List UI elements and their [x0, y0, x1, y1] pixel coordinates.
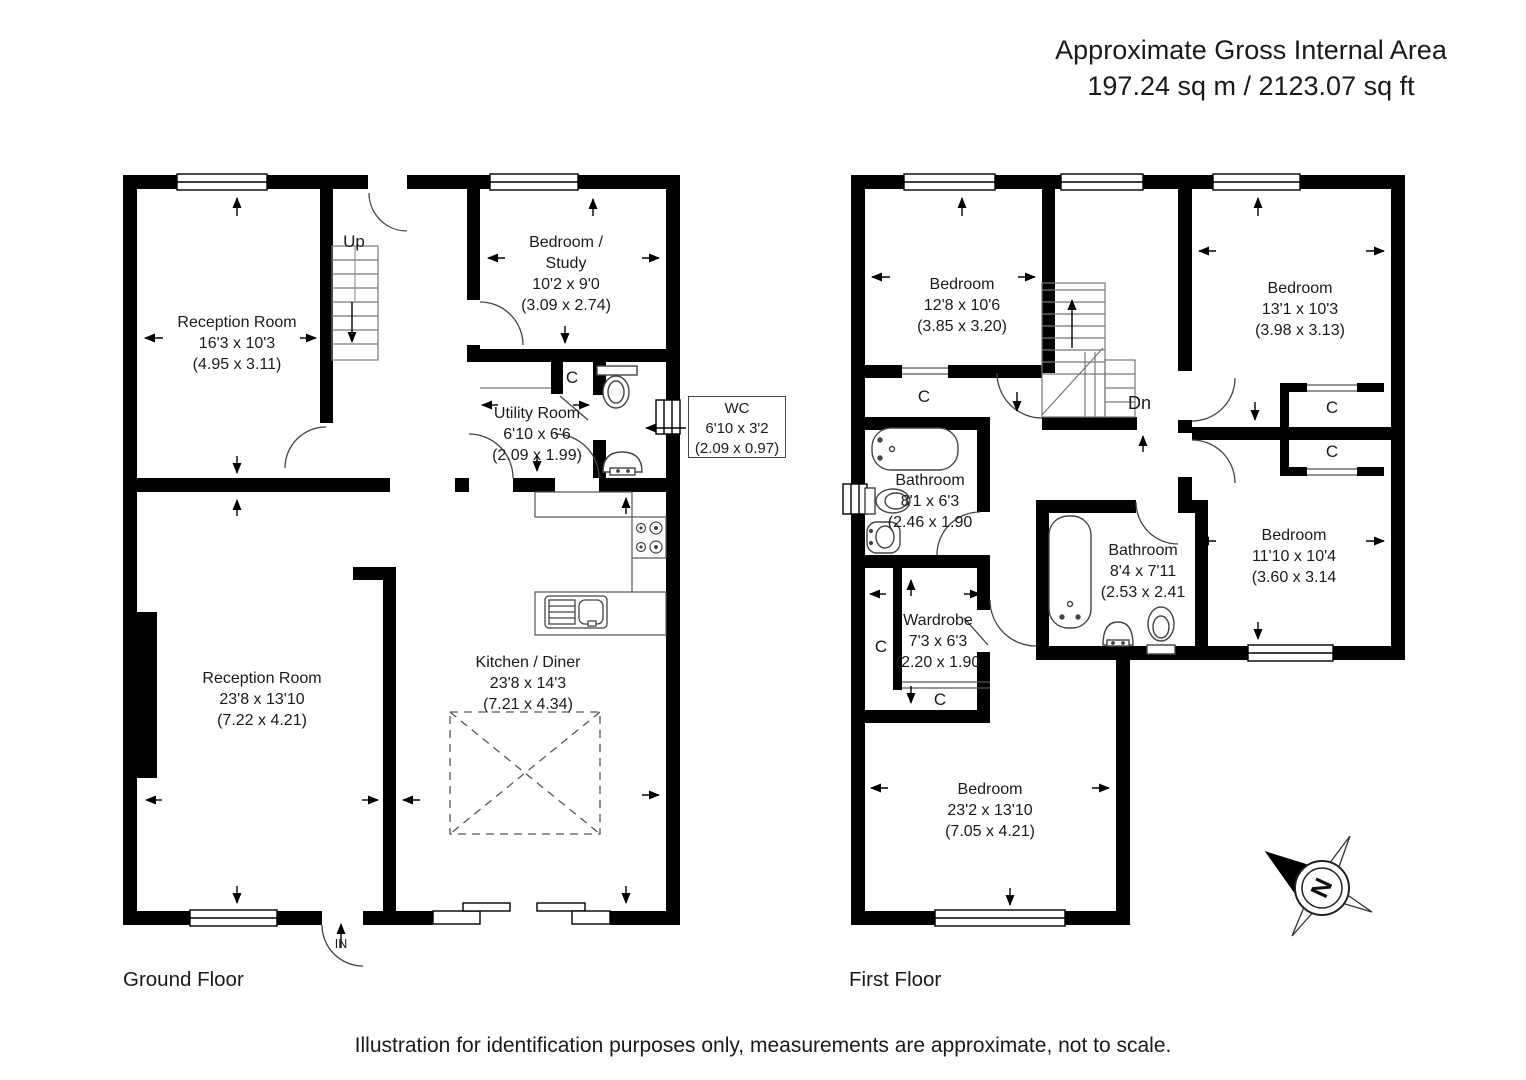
room-label-reception-room-1: Reception Room 16'3 x 10'3 (4.95 x 3.11) [177, 314, 297, 373]
kitchen-counter [534, 491, 667, 636]
dimension-arrows [144, 197, 1385, 948]
room-label-bedroom-1: Bedroom 12'8 x 10'6 (3.85 x 3.20) [917, 276, 1007, 335]
closet-label-f3: C [1325, 442, 1339, 461]
room-label-utility-room: Utility Room 6'10 x 6'6 (2.09 x 1.99) [492, 405, 582, 464]
closet-label-f1: C [917, 387, 931, 406]
kitchen-dashed-area [449, 711, 601, 835]
closet-label-f2: C [1325, 398, 1339, 417]
closet-label-ground: C [565, 368, 579, 387]
kitchen-sink-icon [544, 595, 608, 629]
title-line1: Approximate Gross Internal Area [1055, 35, 1447, 65]
ground-floor-windows [176, 173, 681, 927]
first-stairs-icon [1041, 282, 1136, 418]
sink-icon-bath2 [1102, 621, 1134, 647]
disclaimer-text: Illustration for identification purposes… [354, 1034, 1172, 1057]
hob-icon [635, 521, 663, 554]
toilet-icon-bath1 [864, 487, 911, 515]
title-line2: 197.24 sq m / 2123.07 sq ft [1087, 71, 1415, 101]
ground-floor-name: Ground Floor [123, 968, 244, 991]
room-label-bedroom-4: Bedroom 23'2 x 13'10 (7.05 x 4.21) [945, 781, 1035, 840]
gross-internal-area-title: Approximate Gross Internal Area 197.24 s… [1025, 32, 1477, 104]
toilet-icon-bath2 [1146, 606, 1176, 655]
room-label-bathroom-2: Bathroom 8'4 x 7'11 (2.53 x 2.41 [1100, 542, 1186, 601]
bathtub-icon-bath1 [871, 427, 959, 471]
utility-closet-door-line [559, 395, 589, 421]
room-label-bedroom-2: Bedroom 13'1 x 10'3 (3.98 x 3.13) [1255, 280, 1345, 339]
closet-door-lines [902, 367, 1357, 689]
stairs-down-label: Dn [1128, 393, 1152, 413]
stairs-up-label: Up [343, 232, 365, 251]
bathtub-icon-bath2 [1048, 515, 1092, 629]
sink-icon-bath1 [866, 521, 901, 554]
compass-icon: N [1264, 835, 1373, 937]
room-label-reception-room-2: Reception Room 23'8 x 13'10 (7.22 x 4.21… [202, 670, 322, 729]
ground-stairs-icon [331, 245, 379, 361]
room-label-kitchen-diner: Kitchen / Diner 23'8 x 14'3 (7.21 x 4.34… [475, 654, 581, 713]
entrance-in-label: IN [334, 937, 348, 951]
room-label-bathroom-1: Bathroom 8'1 x 6'3 (2.46 x 1.90 [887, 472, 973, 531]
wc-toilet-icon [596, 365, 638, 409]
first-door-arcs [936, 372, 1236, 647]
room-label-bedroom-study: Bedroom / Study 10'2 x 9'0 (3.09 x 2.74) [521, 234, 611, 314]
first-floor-name: First Floor [849, 968, 942, 991]
closet-label-f5: C [933, 690, 947, 709]
ground-door-arcs [284, 192, 600, 967]
wc-sink-icon [602, 451, 643, 476]
first-floor-windows [842, 173, 1334, 927]
room-label-wardrobe: Wardrobe 7'3 x 6'3 (2.20 x 1.90 [895, 612, 981, 671]
room-label-wc-callout: WC 6'10 x 3'2 (2.09 x 0.97) [688, 396, 786, 458]
room-label-bedroom-3: Bedroom 11'10 x 10'4 (3.60 x 3.14 [1251, 527, 1337, 586]
ground-floor-walls [123, 175, 680, 925]
closet-label-f4: C [874, 637, 888, 656]
